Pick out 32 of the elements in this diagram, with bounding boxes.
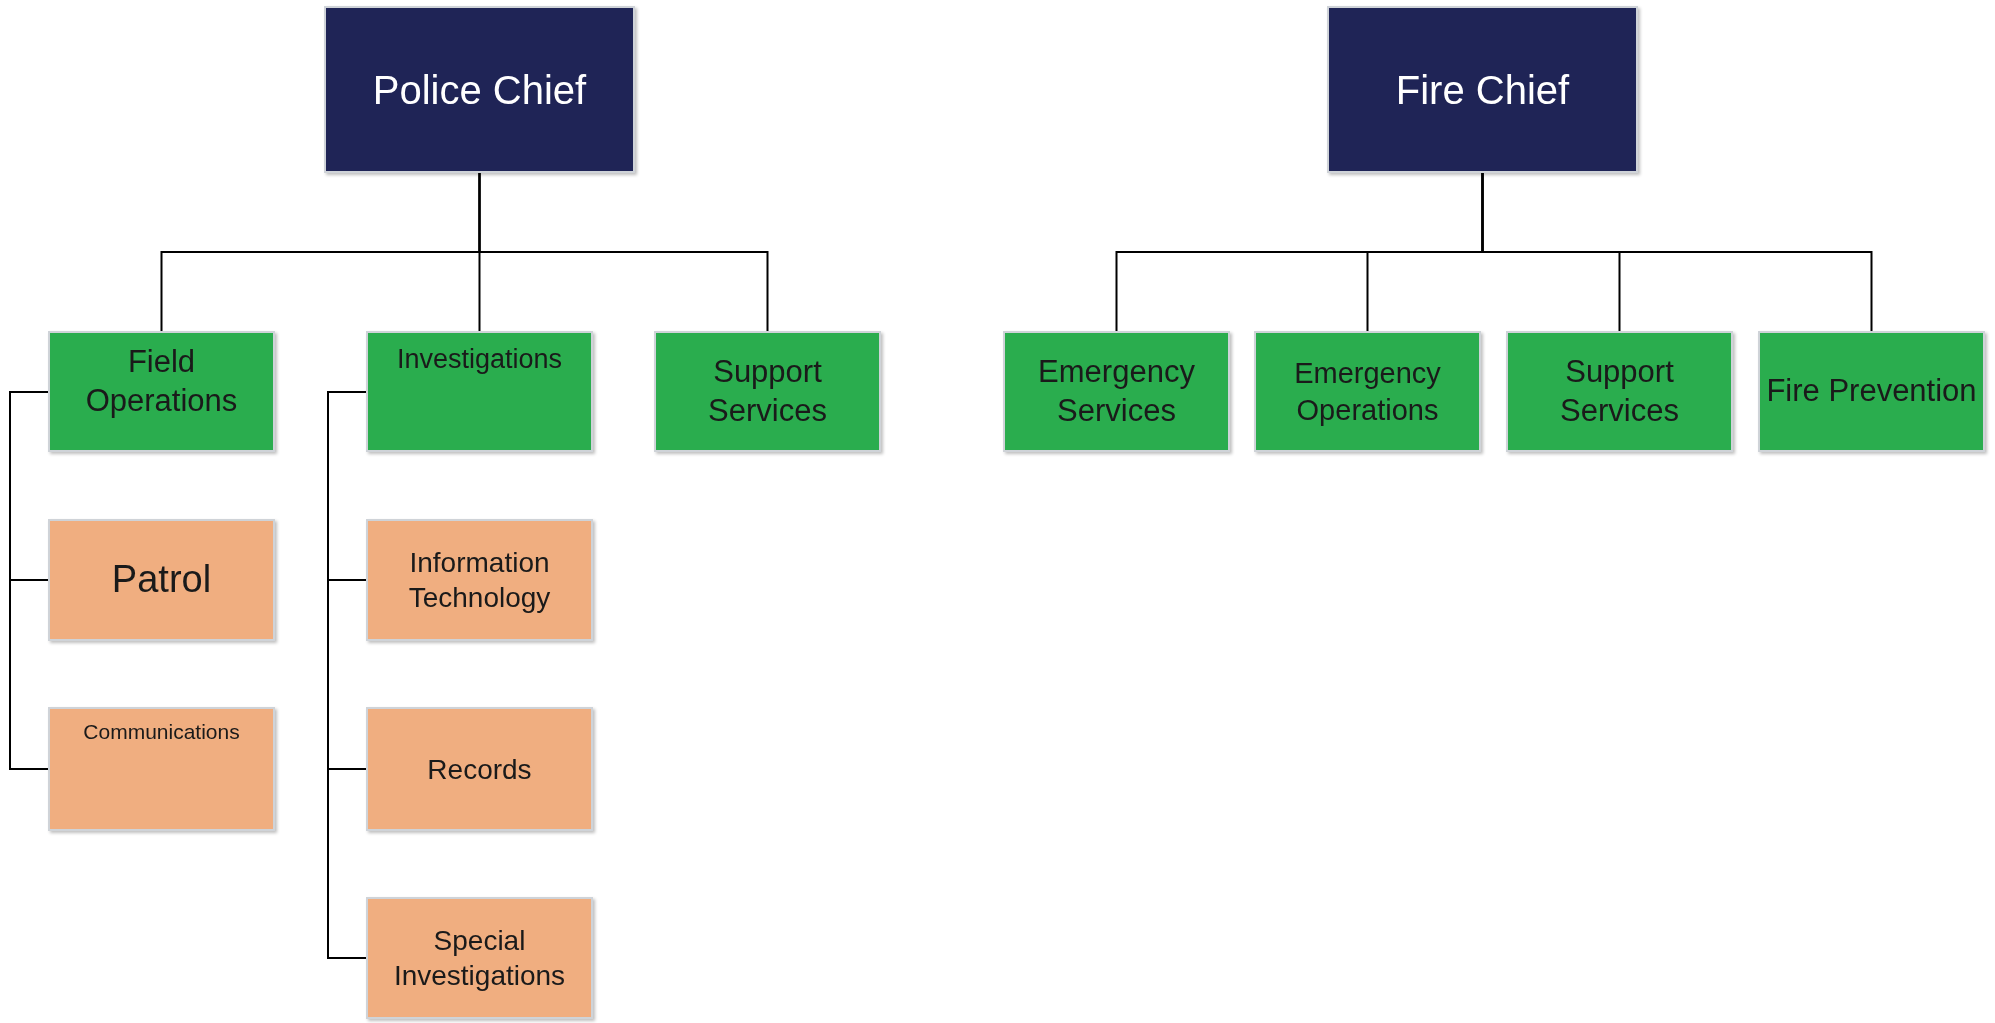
- node-label: Emergency Operations: [1293, 356, 1442, 428]
- node-label: Patrol: [111, 557, 212, 603]
- unit-box: [48, 707, 275, 831]
- node-label: Information Technology: [407, 546, 552, 615]
- connector-line: [1481, 172, 1873, 332]
- node-label: Records: [427, 752, 532, 787]
- unit-box: [366, 707, 593, 831]
- unit-box: [48, 519, 275, 641]
- chief-box: [324, 6, 635, 173]
- node-label: Emergency Services: [1037, 352, 1196, 430]
- node-label: Support Services: [707, 352, 828, 430]
- division-box: [1003, 331, 1230, 452]
- division-box: [654, 331, 881, 452]
- node-label: Fire Chief: [1395, 66, 1570, 114]
- node-label: Field Operations: [84, 343, 239, 420]
- connector-line: [9, 391, 49, 770]
- division-box: [1254, 331, 1481, 452]
- node-label: Fire Prevention: [1766, 372, 1977, 411]
- division-box: [366, 331, 593, 452]
- division-box: [1506, 331, 1733, 452]
- chief-box: [1327, 6, 1638, 173]
- node-label: Communications: [83, 719, 240, 745]
- division-box: [1758, 331, 1985, 452]
- node-label: Support Services: [1559, 352, 1680, 430]
- node-label: Investigations: [396, 343, 563, 376]
- unit-box: [366, 519, 593, 641]
- connector-line: [478, 172, 769, 332]
- division-box: [48, 331, 275, 452]
- node-label: Special Investigations: [392, 924, 567, 993]
- connector-line: [327, 391, 367, 959]
- unit-box: [366, 897, 593, 1019]
- node-label: Police Chief: [372, 66, 587, 114]
